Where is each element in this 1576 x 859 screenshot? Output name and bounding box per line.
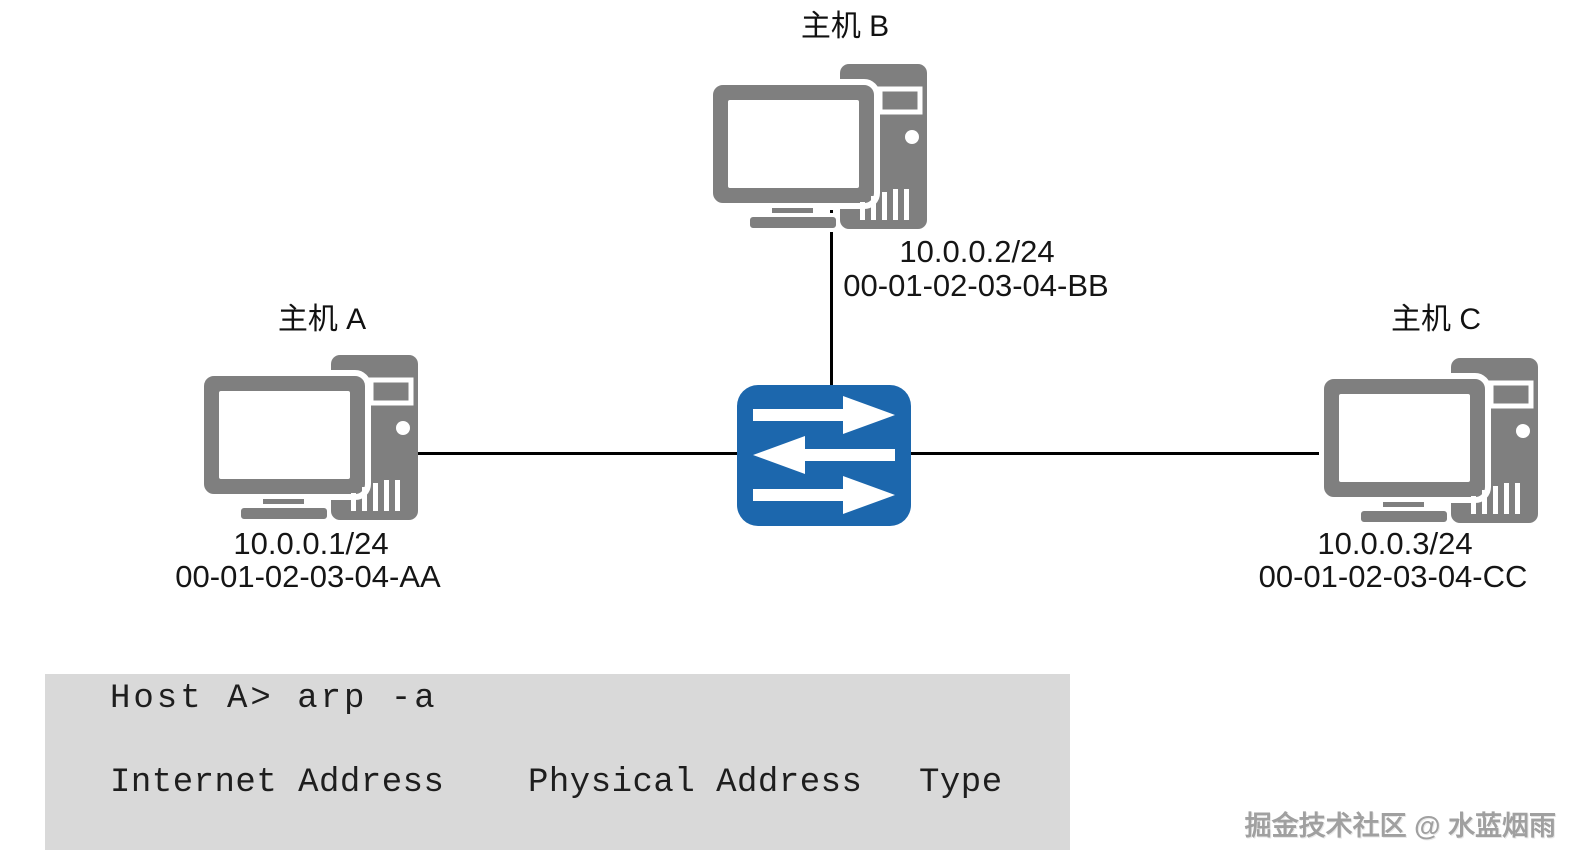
host-b-computer-icon bbox=[708, 64, 927, 232]
host-b-label: 主机 B bbox=[800, 10, 890, 43]
link-hostb-switch-vertical bbox=[830, 210, 833, 456]
ethernet-switch-icon bbox=[737, 385, 911, 526]
console-output-panel: Host A> arp -a Internet Address Physical… bbox=[45, 674, 1070, 850]
console-column-internet-address: Internet Address bbox=[110, 764, 445, 802]
host-b-mac: 00-01-02-03-04-BB bbox=[843, 268, 1109, 303]
console-column-physical-address: Physical Address bbox=[528, 764, 863, 802]
host-b-ip: 10.0.0.2/24 bbox=[899, 234, 1055, 269]
host-a-mac: 00-01-02-03-04-AA bbox=[175, 559, 441, 594]
console-command-line: Host A> arp -a bbox=[110, 680, 438, 718]
host-c-computer-icon bbox=[1319, 358, 1538, 526]
host-a-computer-icon bbox=[199, 355, 418, 523]
host-c-ip: 10.0.0.3/24 bbox=[1317, 526, 1473, 561]
console-column-type: Type bbox=[919, 764, 1003, 802]
juejin-watermark: 掘金技术社区 @ 水蓝烟雨 bbox=[1244, 811, 1556, 841]
host-a-label: 主机 A bbox=[277, 303, 367, 336]
host-a-ip: 10.0.0.1/24 bbox=[233, 526, 389, 561]
host-c-label: 主机 C bbox=[1391, 303, 1481, 336]
host-c-mac: 00-01-02-03-04-CC bbox=[1258, 559, 1528, 594]
